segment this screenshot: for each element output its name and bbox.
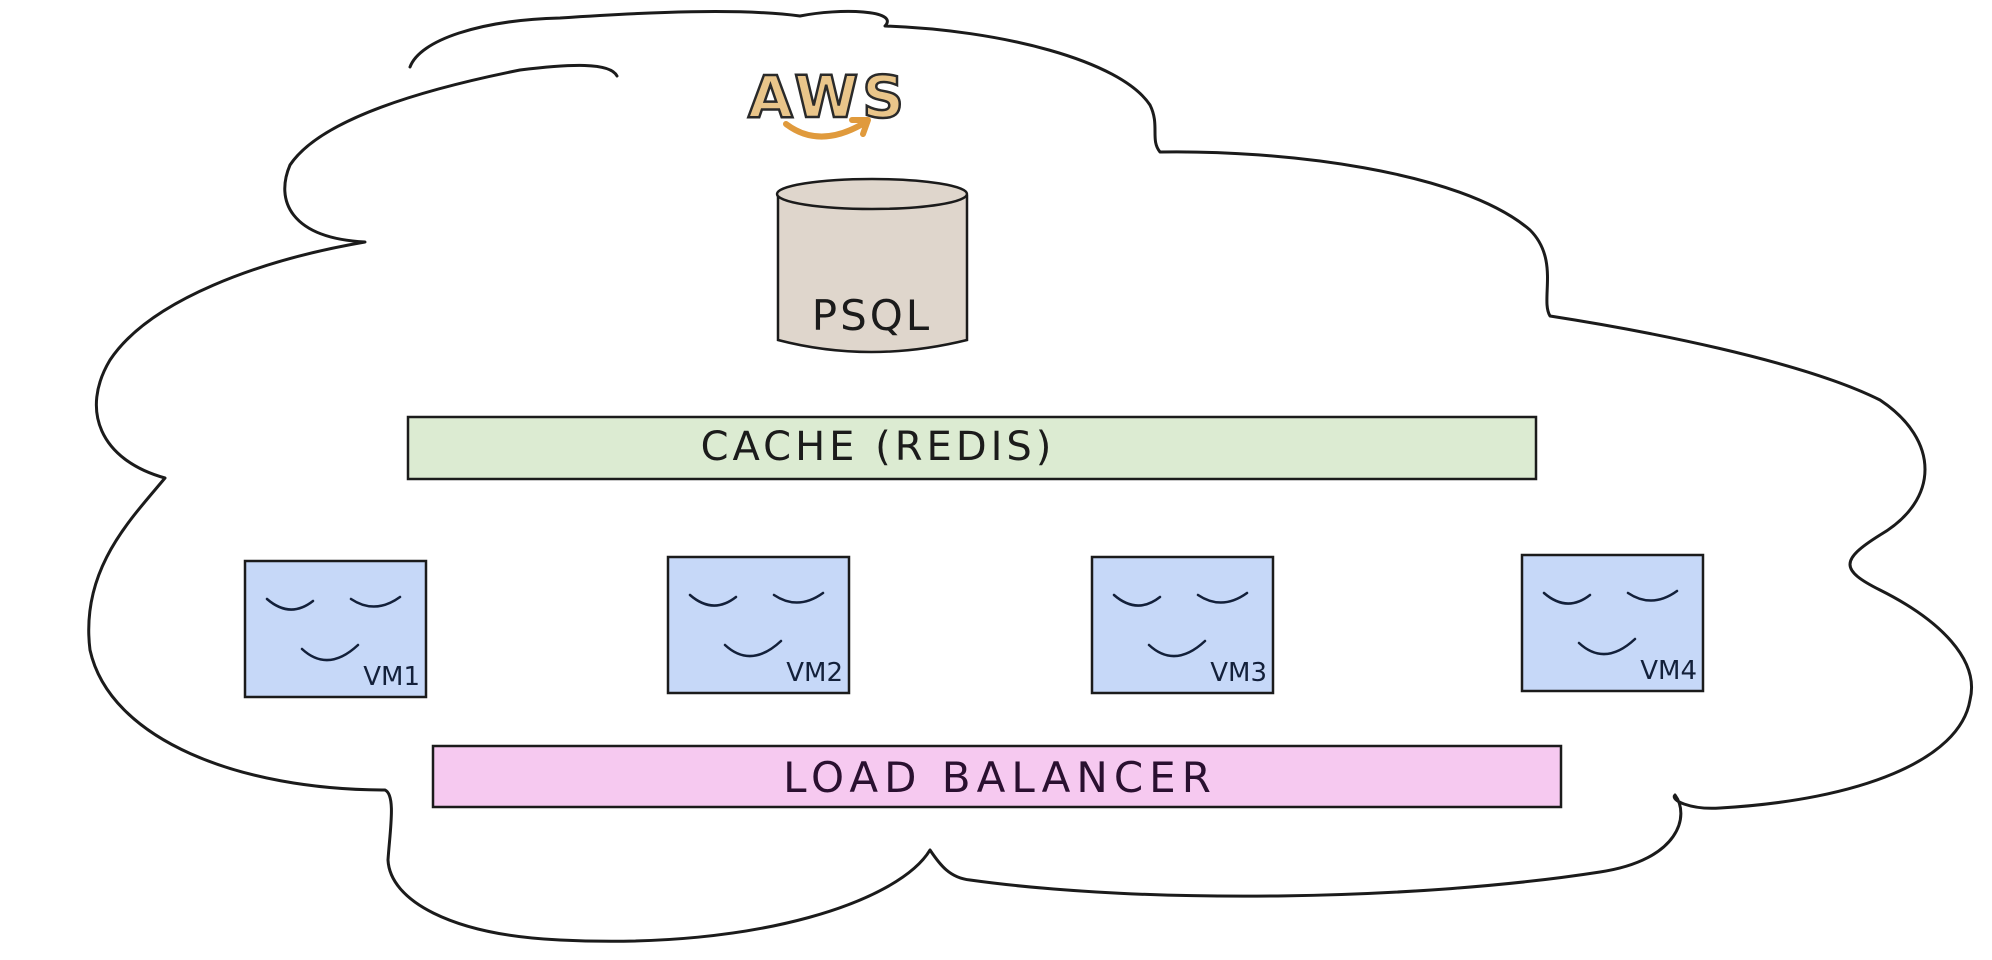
vm-rect	[1520, 553, 1705, 693]
load-balancer-bar: LOAD BALANCER	[431, 744, 1563, 809]
cache-label: CACHE (REDIS)	[701, 424, 1056, 470]
vm-box: VM2	[666, 555, 851, 695]
sleeping-face-icon	[688, 591, 825, 658]
load-balancer-label: LOAD BALANCER	[783, 753, 1217, 802]
cache-box	[406, 415, 1538, 481]
aws-smile-arrow-icon	[783, 117, 871, 140]
load-balancer-box	[431, 744, 1563, 809]
sleeping-face-icon	[1542, 589, 1679, 656]
database-cylinder-icon	[776, 194, 969, 354]
vm-rect	[243, 559, 428, 699]
vm-box: VM1	[243, 559, 428, 699]
vm-label: VM3	[1210, 658, 1267, 688]
vm-rect	[666, 555, 851, 695]
cloud-outline	[87, 9, 1973, 943]
sleeping-face-icon	[1112, 591, 1249, 658]
vm-box: VM3	[1090, 555, 1275, 695]
vm-label: VM4	[1640, 656, 1697, 686]
vm-rect	[1090, 555, 1275, 695]
aws-logo: AWS	[747, 62, 908, 140]
vm-box: VM4	[1520, 553, 1705, 693]
aws-cloud	[87, 9, 1973, 943]
database-label: PSQL	[812, 291, 932, 340]
vm-group: VM1 VM2 VM3 VM4	[243, 553, 1705, 699]
sleeping-face-icon	[265, 595, 402, 662]
vm-label: VM1	[363, 662, 420, 692]
vm-label: VM2	[786, 658, 843, 688]
cache-redis-bar: CACHE (REDIS)	[406, 415, 1538, 481]
psql-database: PSQL	[775, 177, 969, 354]
aws-logo-text: AWS	[748, 63, 908, 131]
